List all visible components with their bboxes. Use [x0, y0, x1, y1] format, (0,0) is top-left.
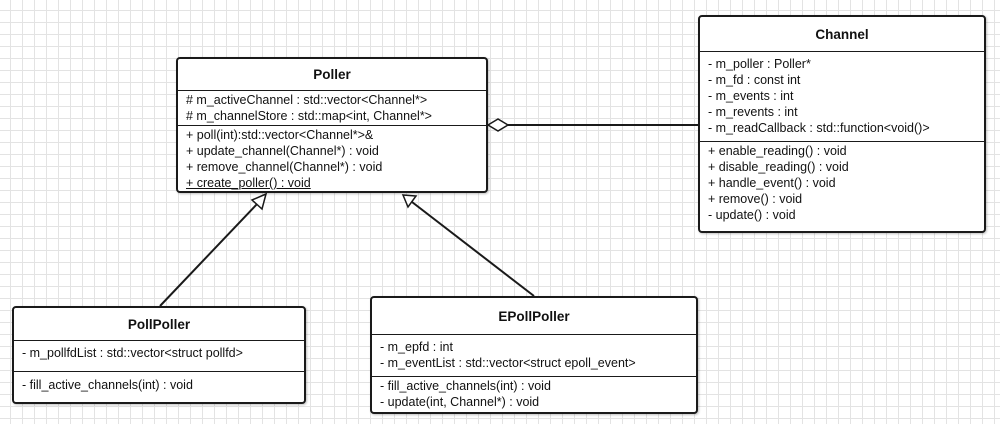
operation-row: + update_channel(Channel*) : void — [186, 144, 379, 158]
class-epollpoller-attributes: - m_epfd : int - m_eventList : std::vect… — [372, 335, 696, 376]
attribute-row: - m_events : int — [708, 89, 794, 103]
class-poller-operations: + poll(int):std::vector<Channel*>& + upd… — [178, 125, 486, 191]
static-operation-row: + create_poller() : void — [186, 176, 311, 190]
class-pollpoller-attributes: - m_pollfdList : std::vector<struct poll… — [14, 341, 304, 371]
class-epollpoller-operations: - fill_active_channels(int) : void - upd… — [372, 376, 696, 412]
class-pollpoller-operations: - fill_active_channels(int) : void — [14, 371, 304, 395]
class-channel-operations: + enable_reading() : void + disable_read… — [700, 141, 984, 225]
class-channel-attributes: - m_poller : Poller* - m_fd : const int … — [700, 52, 984, 141]
operation-row: - fill_active_channels(int) : void — [380, 379, 551, 393]
operation-row: + enable_reading() : void — [708, 144, 847, 158]
operation-row: + handle_event() : void — [708, 176, 836, 190]
operation-row: - update() : void — [708, 208, 796, 222]
class-pollpoller[interactable]: PollPoller - m_pollfdList : std::vector<… — [12, 306, 306, 404]
attribute-row: - m_pollfdList : std::vector<struct poll… — [22, 346, 243, 360]
attribute-row: - m_epfd : int — [380, 340, 453, 354]
class-poller-title: Poller — [178, 59, 486, 91]
class-channel-title: Channel — [700, 17, 984, 52]
operation-row: - update(int, Channel*) : void — [380, 395, 540, 409]
attribute-row: - m_fd : const int — [708, 73, 801, 87]
class-epollpoller[interactable]: EPollPoller - m_epfd : int - m_eventList… — [370, 296, 698, 414]
attribute-row: # m_activeChannel : std::vector<Channel*… — [186, 93, 428, 107]
attribute-row: - m_readCallback : std::function<void()> — [708, 121, 930, 135]
attribute-row: - m_eventList : std::vector<struct epoll… — [380, 356, 636, 370]
attribute-row: - m_revents : int — [708, 105, 798, 119]
pollpoller-inheritance-line[interactable] — [159, 202, 259, 307]
class-epollpoller-title: EPollPoller — [372, 298, 696, 335]
epollpoller-inheritance-arrowhead — [401, 194, 418, 209]
class-channel[interactable]: Channel - m_poller : Poller* - m_fd : co… — [698, 15, 986, 233]
class-poller-attributes: # m_activeChannel : std::vector<Channel*… — [178, 91, 486, 125]
operation-row: + remove_channel(Channel*) : void — [186, 160, 383, 174]
class-pollpoller-title: PollPoller — [14, 308, 304, 341]
operation-row: - fill_active_channels(int) : void — [22, 378, 193, 392]
operation-row: + disable_reading() : void — [708, 160, 849, 174]
attribute-row: - m_poller : Poller* — [708, 57, 811, 71]
attribute-row: # m_channelStore : std::map<int, Channel… — [186, 109, 432, 123]
operation-row: + poll(int):std::vector<Channel*>& — [186, 128, 374, 142]
aggregation-diamond — [486, 118, 510, 132]
operation-row: + remove() : void — [708, 192, 803, 206]
pollpoller-inheritance-arrowhead — [250, 192, 268, 211]
epollpoller-inheritance-line[interactable] — [411, 201, 535, 297]
class-poller[interactable]: Poller # m_activeChannel : std::vector<C… — [176, 57, 488, 193]
